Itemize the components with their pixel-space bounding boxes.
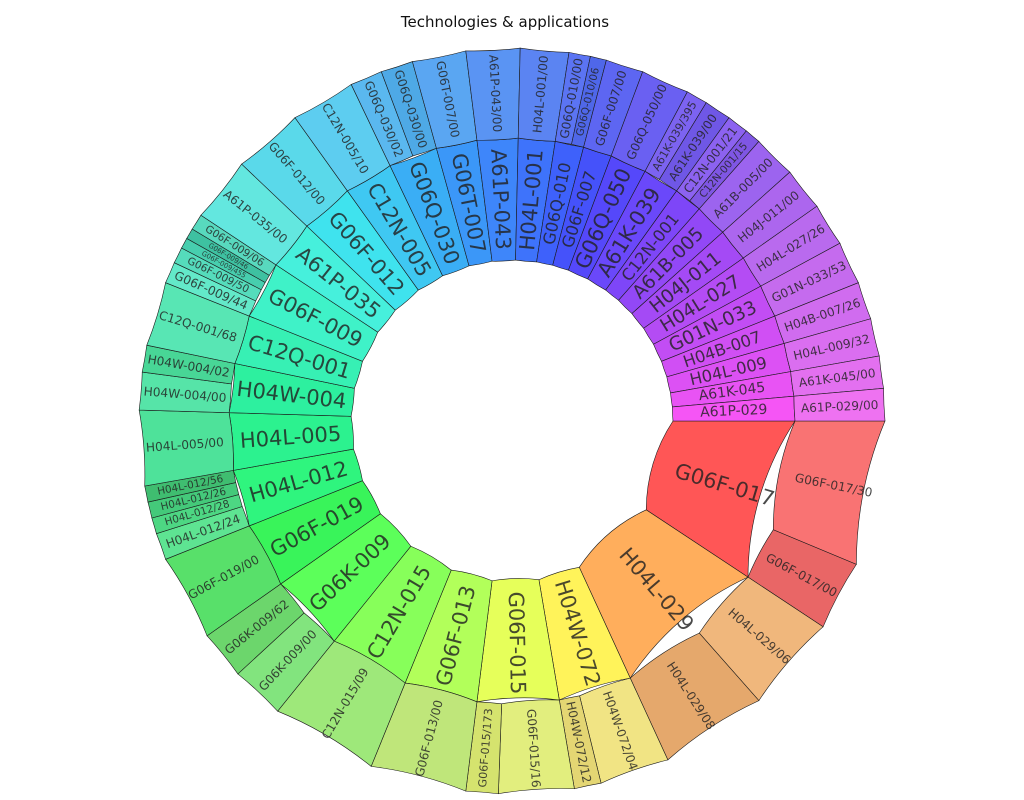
label-h04l-005-00: H04L-005/00 [146,435,225,455]
label-g06f-015: G06F-015 [504,591,530,694]
label-a61p-029: A61P-029 [700,402,768,421]
label-a61p-043-00: A61P-043/00 [486,54,504,132]
label-g06f-015-173: G06F-015/173 [476,708,495,788]
outer-ring: G06F-017/30G06F-017/00H04L-029/06H04L-02… [138,47,886,795]
chart-title: Technologies & applications [400,13,610,31]
label-a61p-029-00: A61P-029/00 [801,398,879,415]
label-g06f-015-16: G06F-015/16 [524,709,543,788]
label-h04w-004-00: H04W-004/00 [143,384,227,405]
label-a61p-043: A61P-043 [486,148,515,250]
label-h04l-001-00: H04L-001/00 [530,55,551,134]
segment-a61p-029-00[interactable] [793,388,886,422]
inner-ring: G06F-017H04L-029H04W-072G06F-015G06F-013… [228,137,796,703]
